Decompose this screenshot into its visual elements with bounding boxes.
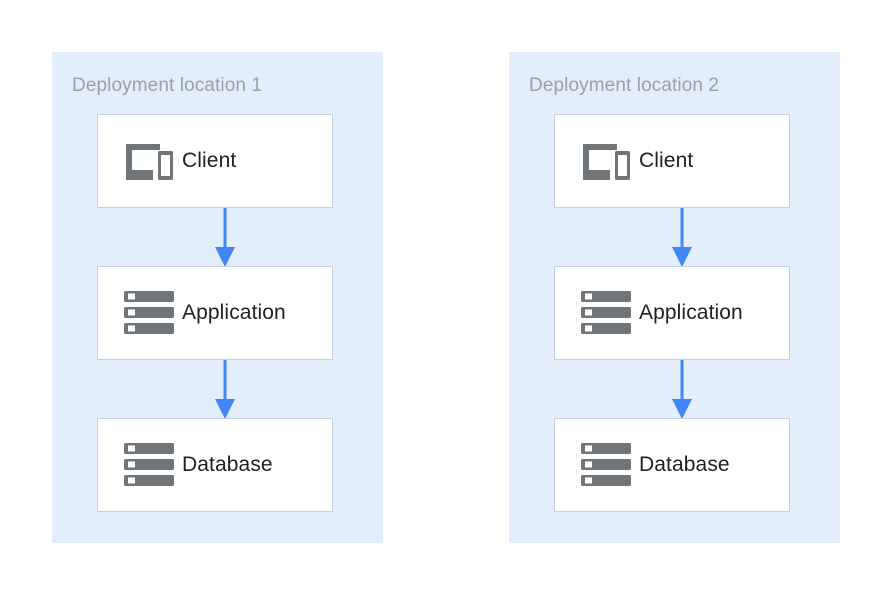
- zone-2-arrow-application-to-database: [664, 360, 700, 420]
- zone-2-arrow-client-to-application: [664, 208, 700, 268]
- zone-1-node-application-label: Application: [182, 301, 286, 324]
- zone-2-node-database[interactable]: Database: [554, 418, 790, 512]
- zone-2-title: Deployment location 2: [529, 75, 720, 96]
- server-stack-icon: [116, 443, 182, 487]
- zone-1-node-application[interactable]: Application: [97, 266, 333, 360]
- devices-icon: [116, 141, 182, 181]
- zone-2-node-client[interactable]: Client: [554, 114, 790, 208]
- zone-2-node-application[interactable]: Application: [554, 266, 790, 360]
- zone-1-node-database[interactable]: Database: [97, 418, 333, 512]
- server-stack-icon: [573, 443, 639, 487]
- deployment-zone-1: Deployment location 1 Client: [52, 52, 383, 543]
- zone-1-title: Deployment location 1: [72, 75, 263, 96]
- zone-2-node-database-label: Database: [639, 453, 730, 476]
- devices-icon: [573, 141, 639, 181]
- zone-1-node-client[interactable]: Client: [97, 114, 333, 208]
- zone-2-node-client-label: Client: [639, 149, 694, 172]
- server-stack-icon: [116, 291, 182, 335]
- zone-1-node-database-label: Database: [182, 453, 273, 476]
- zone-2-node-application-label: Application: [639, 301, 743, 324]
- server-stack-icon: [573, 291, 639, 335]
- deployment-zone-2: Deployment location 2 Client: [509, 52, 840, 543]
- zone-1-arrow-client-to-application: [207, 208, 243, 268]
- zone-1-arrow-application-to-database: [207, 360, 243, 420]
- zone-1-node-client-label: Client: [182, 149, 237, 172]
